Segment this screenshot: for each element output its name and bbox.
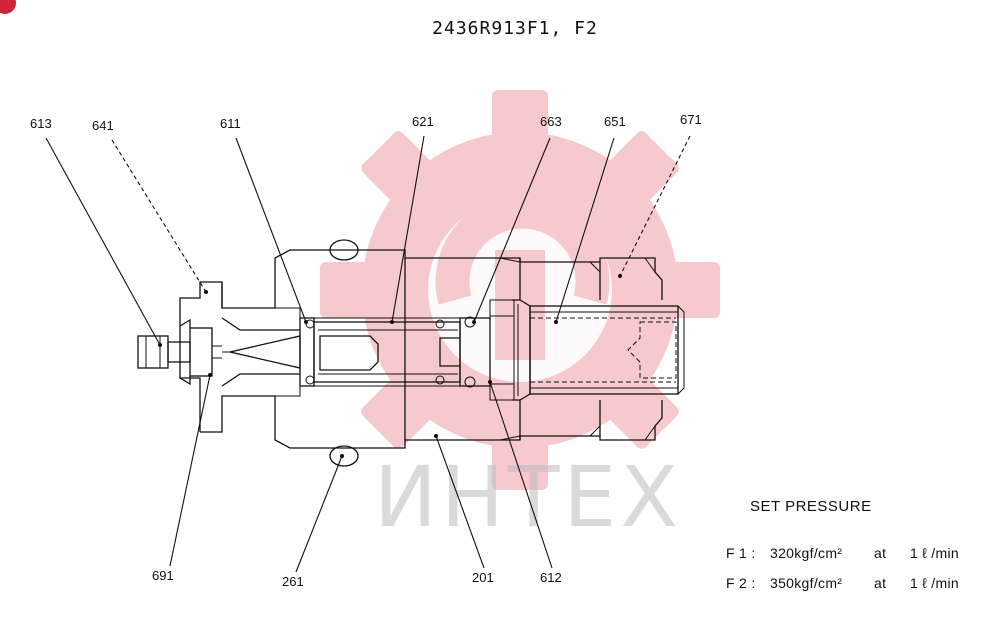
pressure-flow: 1 ℓ /min — [910, 545, 959, 561]
corner-badge-icon — [0, 0, 16, 14]
label-201: 201 — [472, 570, 494, 585]
pressure-row-f2: F 2 : 350kgf/cm² at 1 ℓ /min — [726, 575, 1000, 591]
plug-assembly — [512, 299, 685, 401]
label-641: 641 — [92, 118, 114, 133]
label-651: 651 — [604, 114, 626, 129]
part-labels: 613 641 611 621 663 651 671 691 261 201 … — [30, 112, 702, 589]
pressure-flow: 1 ℓ /min — [910, 575, 959, 591]
pressure-value: 350kgf/cm² — [770, 575, 843, 591]
drawing-title: 2436R913F1, F2 — [432, 18, 598, 39]
label-612: 612 — [540, 570, 562, 585]
label-621: 621 — [412, 114, 434, 129]
label-613: 613 — [30, 116, 52, 131]
leader-lines — [45, 135, 691, 573]
set-pressure-title: SET PRESSURE — [750, 498, 872, 515]
valve-body — [179, 249, 663, 449]
set-pressure-block: SET PRESSURE F 1 : 320kgf/cm² at 1 ℓ /min F… — [726, 498, 1000, 591]
pressure-row-f1: F 1 : 320kgf/cm² at 1 ℓ /min — [726, 545, 1000, 561]
o-rings — [329, 239, 359, 467]
pressure-value: 320kgf/cm² — [770, 545, 843, 561]
pressure-name: F 2 : — [726, 575, 756, 591]
watermark-text: ИНТЕХ — [374, 448, 682, 546]
pressure-at: at — [874, 575, 887, 591]
label-611: 611 — [220, 116, 241, 131]
label-691: 691 — [152, 568, 174, 583]
label-671: 671 — [680, 112, 702, 127]
watermark-gear-icon — [320, 90, 720, 490]
pressure-at: at — [874, 545, 887, 561]
label-663: 663 — [540, 114, 562, 129]
adjusting-screw — [137, 318, 222, 386]
poppet-seat — [221, 317, 301, 387]
spring-piston — [299, 299, 515, 401]
label-261: 261 — [282, 574, 304, 589]
pressure-name: F 1 : — [726, 545, 756, 561]
